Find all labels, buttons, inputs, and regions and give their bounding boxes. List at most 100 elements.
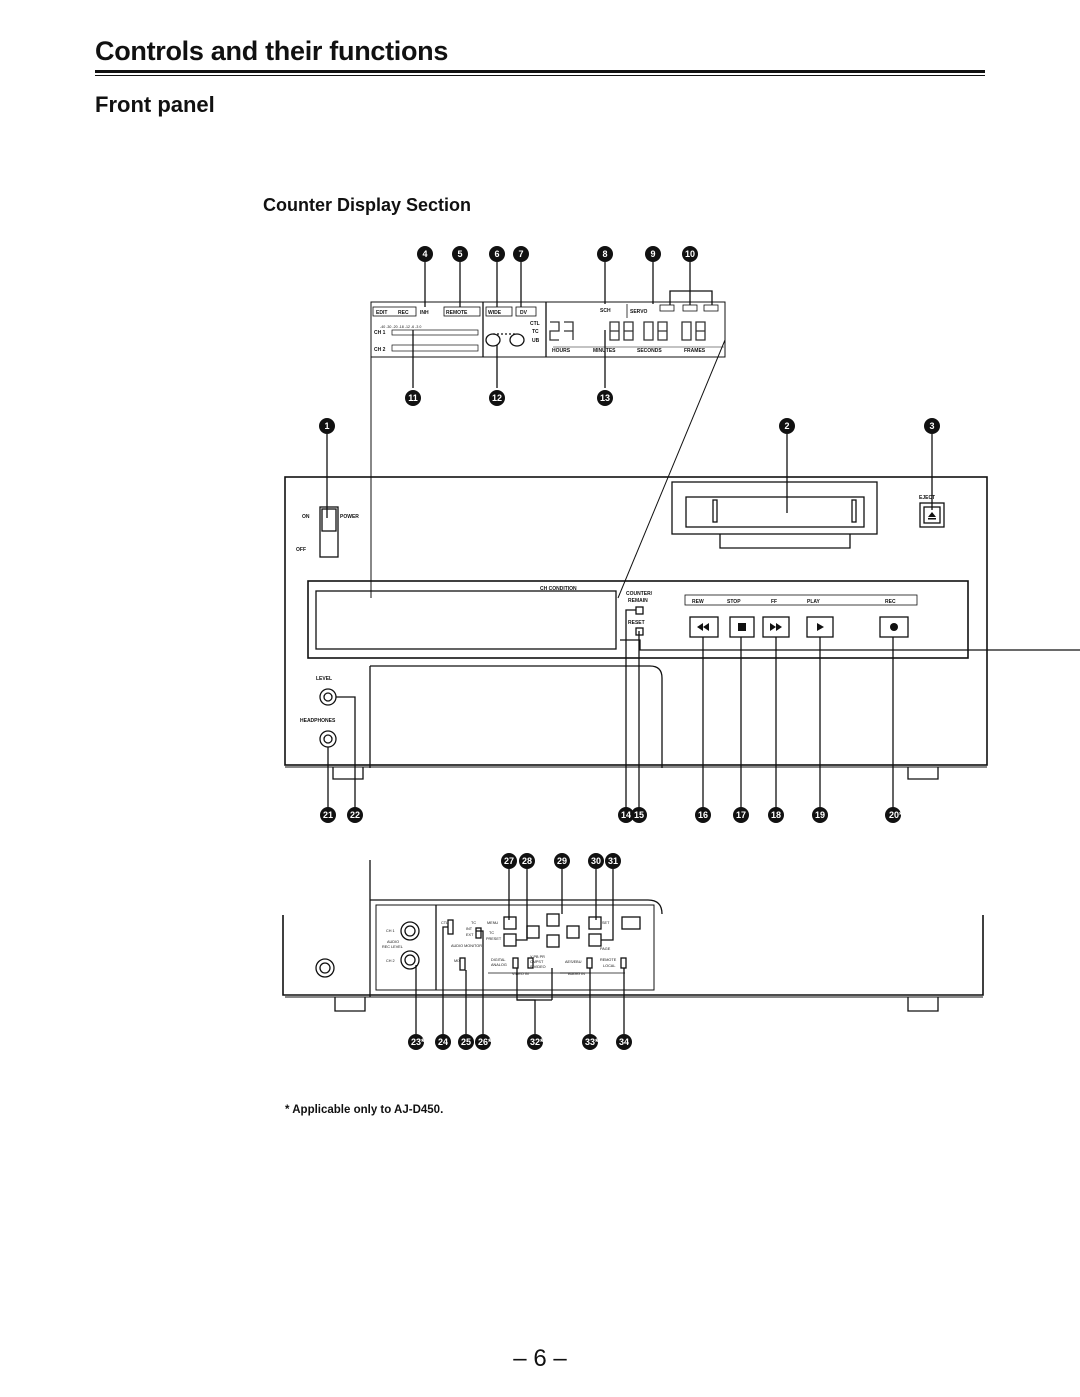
sub-svideo: S-VIDEO bbox=[530, 965, 546, 969]
title-rule-thin bbox=[95, 75, 985, 76]
sub-cmpst: CMPST bbox=[530, 960, 544, 964]
sub-page: PAGE bbox=[600, 947, 611, 951]
label-play: PLAY bbox=[807, 599, 821, 605]
display-ctl: CTL bbox=[530, 321, 540, 327]
counter-display-strip bbox=[370, 290, 726, 358]
callout-13: 13 bbox=[600, 393, 610, 403]
sub-int: INT bbox=[466, 927, 473, 931]
footnote: * Applicable only to AJ-D450. bbox=[285, 1104, 444, 1116]
label-counter: COUNTER/ bbox=[626, 591, 653, 597]
label-headphones: HEADPHONES bbox=[300, 718, 336, 724]
display-frames: FRAMES bbox=[684, 348, 706, 354]
callout-10: 10 bbox=[685, 249, 695, 259]
callout-34: 34 bbox=[619, 1037, 629, 1047]
callout-25: 25 bbox=[461, 1037, 471, 1047]
callout-14: 14 bbox=[621, 810, 631, 820]
label-off: OFF bbox=[296, 547, 306, 553]
page-title: Controls and their functions bbox=[95, 36, 449, 66]
display-dv: DV bbox=[520, 310, 528, 316]
lower-subpanel bbox=[282, 860, 984, 1012]
display-servo: SERVO bbox=[630, 309, 648, 315]
label-rew: REW bbox=[692, 599, 704, 605]
callout-28: 28 bbox=[522, 856, 532, 866]
sub-tc2: TC bbox=[489, 931, 494, 935]
subsection-heading: Counter Display Section bbox=[263, 195, 472, 215]
callout-30: 30 bbox=[591, 856, 601, 866]
page-number: – 6 – bbox=[513, 1345, 567, 1372]
callout-9: 9 bbox=[650, 249, 655, 259]
callout-8: 8 bbox=[602, 249, 607, 259]
sub-ctl: CTL bbox=[441, 921, 448, 925]
display-ch1: CH 1 bbox=[374, 330, 386, 336]
sub-remote: REMOTE bbox=[600, 958, 617, 962]
sub-mix: MIX bbox=[454, 959, 461, 963]
callout-16: 16 bbox=[698, 810, 708, 820]
title-rule-thick bbox=[95, 70, 985, 73]
display-wide: WIDE bbox=[488, 310, 502, 316]
sub-ch1: CH 1 bbox=[386, 929, 395, 933]
label-rec: REC bbox=[885, 599, 896, 605]
sub-ext: EXT bbox=[466, 933, 474, 937]
display-meter-scale: -40 -30 -20 -18 -12 -6 -3 0 bbox=[380, 325, 421, 329]
callout-20: 20* bbox=[889, 810, 903, 820]
callout-19: 19 bbox=[815, 810, 825, 820]
callout-29: 29 bbox=[557, 856, 567, 866]
sub-tc: TC bbox=[471, 921, 476, 925]
display-sch: SCH bbox=[600, 308, 611, 314]
callout-32: 32* bbox=[530, 1037, 544, 1047]
sub-video-in: VIDEO IN bbox=[512, 972, 529, 976]
callout-23: 23* bbox=[411, 1037, 425, 1047]
section-heading: Front panel bbox=[95, 92, 215, 117]
sub-rec-level: REC LEVEL bbox=[382, 945, 403, 949]
callout-4: 4 bbox=[422, 249, 427, 259]
callout-5: 5 bbox=[457, 249, 462, 259]
label-ch-condition: CH CONDITION bbox=[540, 586, 577, 592]
callout-18: 18 bbox=[771, 810, 781, 820]
callout-15: 15 bbox=[634, 810, 644, 820]
label-stop: STOP bbox=[727, 599, 741, 605]
display-inh: INH bbox=[420, 310, 429, 316]
display-edit: EDIT bbox=[376, 310, 387, 316]
callout-26: 26* bbox=[478, 1037, 492, 1047]
sub-digital: DIGITAL bbox=[491, 958, 506, 962]
sub-preset: PRESET bbox=[486, 937, 502, 941]
label-on: ON bbox=[302, 514, 310, 520]
display-minutes: MINUTES bbox=[593, 348, 616, 354]
sub-menu: MENU bbox=[487, 921, 498, 925]
label-reset: RESET bbox=[628, 620, 645, 626]
callout-22: 22 bbox=[350, 810, 360, 820]
sub-aes: AES/EBU bbox=[565, 960, 582, 964]
label-eject: EJECT bbox=[919, 495, 935, 501]
callout-1: 1 bbox=[324, 421, 329, 431]
sub-local: LOCAL bbox=[603, 964, 615, 968]
callout-12: 12 bbox=[492, 393, 502, 403]
label-ff: FF bbox=[771, 599, 777, 605]
deck-body bbox=[284, 476, 1080, 780]
label-level: LEVEL bbox=[316, 676, 332, 682]
sub-audio-monitor: AUDIO MONITOR bbox=[451, 944, 482, 948]
label-remain: REMAIN bbox=[628, 598, 648, 604]
sub-analog: ANALOG bbox=[491, 963, 507, 967]
callout-6: 6 bbox=[494, 249, 499, 259]
callout-7: 7 bbox=[518, 249, 523, 259]
label-power: POWER bbox=[340, 514, 359, 520]
sub-audio-in: AUDIO IN bbox=[568, 972, 585, 976]
sub-set: SET bbox=[602, 921, 610, 925]
sub-ch2: CH 2 bbox=[386, 959, 395, 963]
display-ch2: CH 2 bbox=[374, 347, 386, 353]
callout-24: 24 bbox=[438, 1037, 448, 1047]
display-remote: REMOTE bbox=[446, 310, 468, 316]
display-rec: REC bbox=[398, 310, 409, 316]
callout-33: 33* bbox=[585, 1037, 599, 1047]
display-hours: HOURS bbox=[552, 348, 571, 354]
display-ub: UB bbox=[532, 338, 540, 344]
callout-31: 31 bbox=[608, 856, 618, 866]
callout-21: 21 bbox=[323, 810, 333, 820]
callout-3: 3 bbox=[929, 421, 934, 431]
sub-ypbpr: Y PB PR bbox=[530, 955, 545, 959]
callout-2: 2 bbox=[784, 421, 789, 431]
callout-17: 17 bbox=[736, 810, 746, 820]
callout-27: 27 bbox=[504, 856, 514, 866]
display-seconds: SECONDS bbox=[637, 348, 662, 354]
